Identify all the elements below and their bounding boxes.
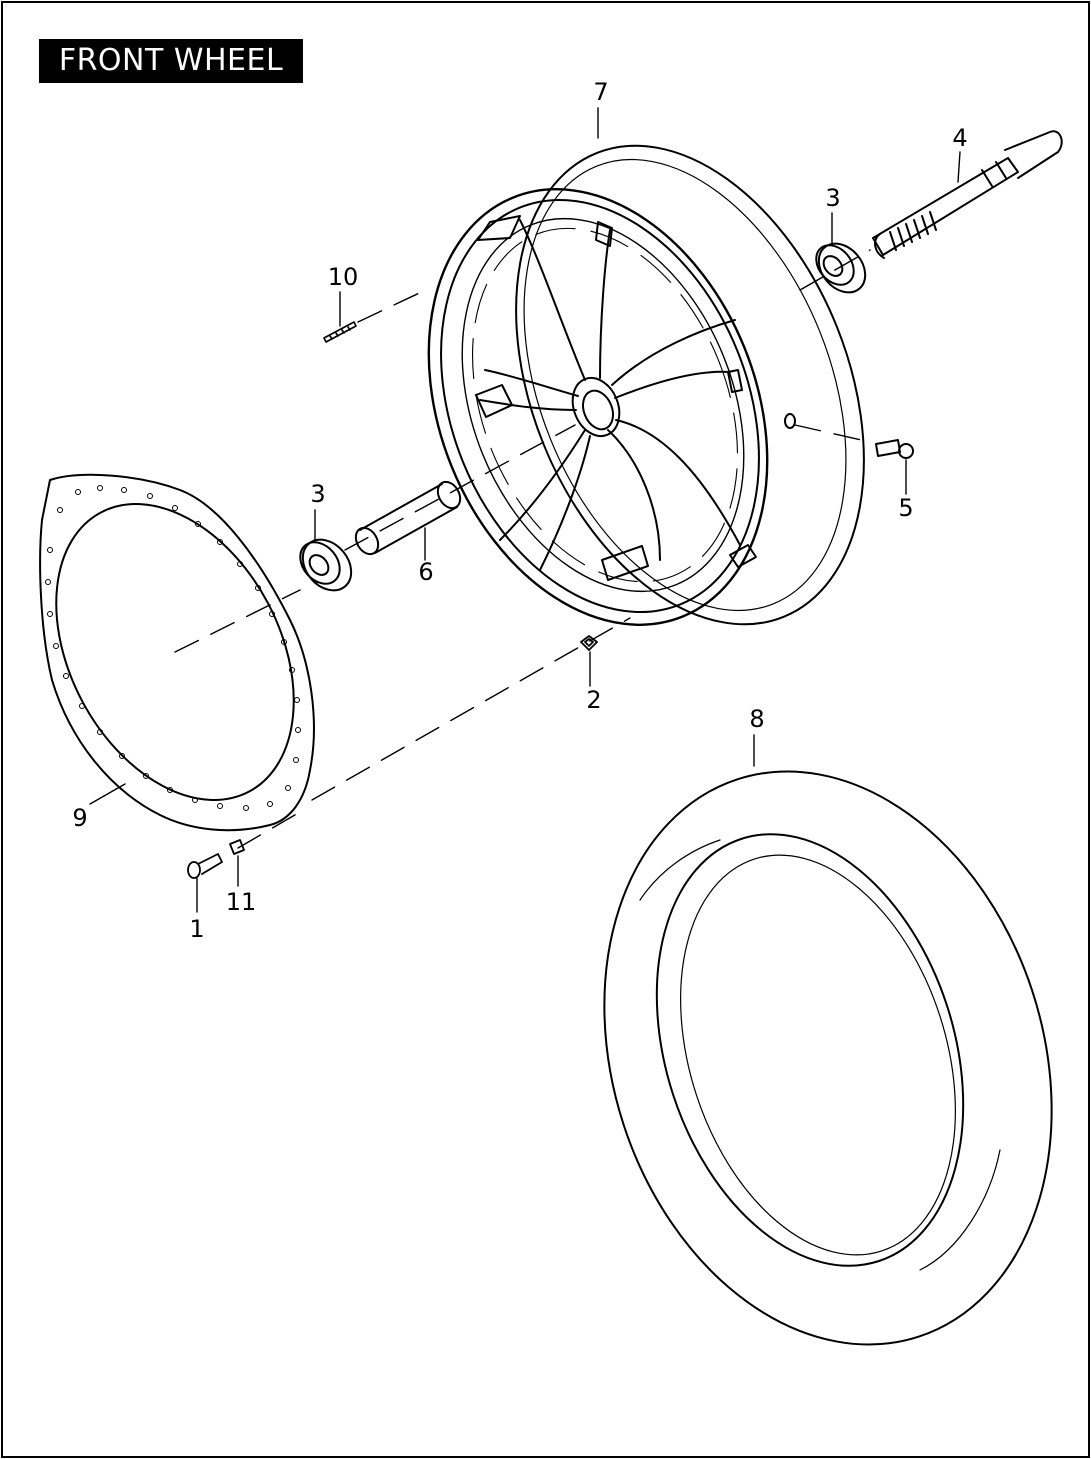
callout-6: 6: [418, 558, 434, 586]
leader-lines: [89, 107, 961, 913]
brake-rotor: [39, 473, 315, 832]
rotor-washer: [229, 839, 245, 855]
callout-3-left: 3: [310, 480, 326, 508]
callout-4: 4: [952, 124, 968, 152]
callout-10: 10: [327, 263, 359, 291]
balance-weight: [323, 321, 357, 343]
callout-7: 7: [593, 78, 609, 106]
callout-5: 5: [898, 494, 914, 522]
assembly-center-lines: [174, 249, 871, 849]
bearing-right: [815, 242, 867, 294]
callout-11: 11: [225, 888, 257, 916]
nut-part-2: [580, 635, 598, 651]
callout-8: 8: [749, 705, 765, 733]
diagram-title: FRONT WHEEL: [39, 39, 303, 83]
axle: [872, 130, 1063, 259]
wheel-rim: [427, 144, 865, 626]
callout-3-right: 3: [825, 184, 841, 212]
callout-1: 1: [189, 915, 205, 943]
bearing-left: [299, 538, 353, 592]
rotor-bolt: [187, 853, 223, 879]
tire: [603, 770, 1053, 1346]
valve-stem: [875, 439, 914, 459]
callout-9: 9: [72, 804, 88, 832]
callout-2: 2: [586, 686, 602, 714]
spacer-tube: [354, 480, 462, 556]
rotor-holes: [45, 485, 301, 811]
